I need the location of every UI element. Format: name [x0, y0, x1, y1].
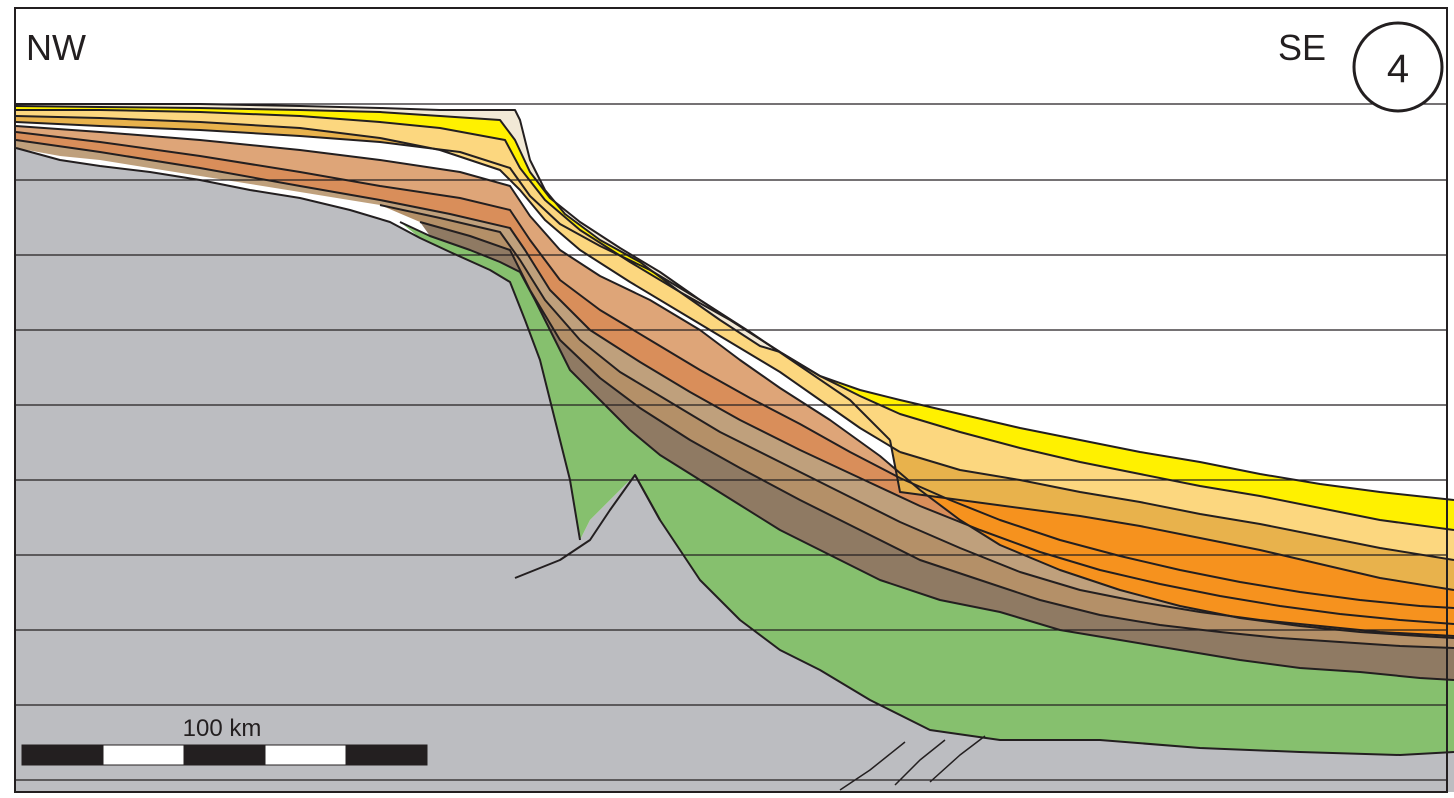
boundary-rust	[15, 131, 1454, 609]
unit-orange	[900, 490, 1454, 638]
rift-basin-unit	[400, 222, 1454, 755]
unit-yellow	[16, 106, 1454, 530]
boundary-pale-orange	[15, 115, 901, 453]
scale-bar-segment-1	[21, 744, 104, 766]
se-direction-label: SE	[1278, 27, 1326, 68]
scale-bar-segment-5	[345, 744, 428, 766]
horizontal-gridlines	[15, 103, 1447, 781]
boundary-yellow-top	[15, 105, 1454, 501]
unit-salmon	[16, 126, 1454, 638]
scale-bar-segment-3	[183, 744, 266, 766]
deep-fault-ticks	[839, 735, 986, 791]
scale-bar-segment-4	[264, 744, 347, 766]
scale-bar	[21, 744, 428, 766]
boundary-orange-top	[889, 439, 1454, 591]
nw-direction-label: NW	[26, 27, 86, 68]
figure-frame	[14, 7, 1448, 793]
scale-bar-label: 100 km	[183, 715, 262, 742]
boundary-cream-top	[16, 103, 781, 353]
basement-unit	[16, 148, 1454, 792]
boundary-salmon	[15, 125, 1454, 639]
boundary-basement-top	[15, 147, 1454, 756]
unit-gold	[16, 116, 1454, 590]
panel-number-label: 4	[1387, 47, 1409, 91]
panel-number-circle	[1352, 21, 1444, 113]
boundary-brown-dark	[419, 221, 1454, 649]
fault-line	[514, 474, 661, 579]
boundary-tan	[15, 139, 1454, 625]
scale-bar-segment-2	[102, 744, 185, 766]
unit-brown-dark	[420, 222, 1454, 680]
unit-pale-orange	[16, 110, 1454, 560]
